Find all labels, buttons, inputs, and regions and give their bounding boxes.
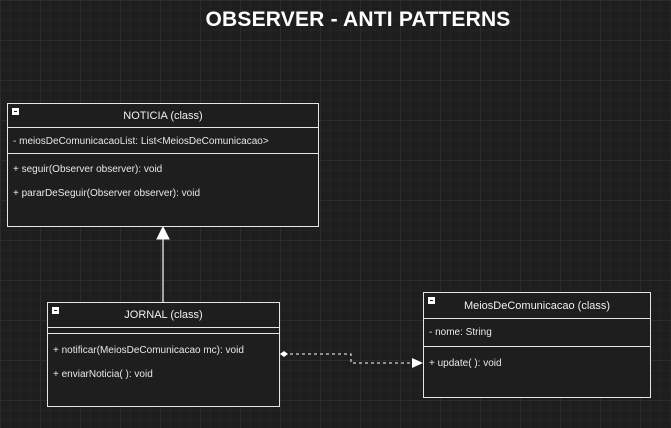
- class-noticia-methods: + seguir(Observer observer): void + para…: [8, 154, 318, 200]
- class-noticia[interactable]: NOTICIA (class) - meiosDeComunicacaoList…: [7, 103, 319, 227]
- method[interactable]: + notificar(MeiosDeComunicacao mc): void: [53, 345, 244, 356]
- class-meios-header[interactable]: MeiosDeComunicacao (class): [424, 293, 650, 319]
- collapse-icon[interactable]: [52, 307, 59, 314]
- method[interactable]: + enviarNoticia( ): void: [53, 369, 153, 380]
- class-meios-methods: + update( ): void: [424, 347, 650, 370]
- dependency-arrowhead: [412, 358, 423, 368]
- method[interactable]: + seguir(Observer observer): void: [13, 164, 163, 175]
- method[interactable]: + pararDeSeguir(Observer observer): void: [13, 188, 201, 199]
- class-noticia-attributes: - meiosDeComunicacaoList: List<MeiosDeCo…: [8, 128, 318, 154]
- dependency-line: [284, 353, 412, 364]
- class-jornal-methods: + notificar(MeiosDeComunicacao mc): void…: [48, 334, 279, 381]
- method[interactable]: + update( ): void: [429, 358, 502, 369]
- class-meios-attributes: - nome: String: [424, 319, 650, 347]
- class-noticia-header[interactable]: NOTICIA (class): [8, 104, 318, 128]
- class-noticia-name: NOTICIA (class): [123, 110, 203, 122]
- collapse-icon[interactable]: [428, 297, 435, 304]
- inheritance-arrowhead: [156, 225, 170, 240]
- attribute[interactable]: - meiosDeComunicacaoList: List<MeiosDeCo…: [13, 136, 269, 147]
- class-jornal-name: JORNAL (class): [124, 309, 203, 321]
- diagram-title: OBSERVER - ANTI PATTERNS: [205, 8, 511, 31]
- collapse-icon[interactable]: [12, 108, 19, 115]
- attribute[interactable]: - nome: String: [429, 327, 492, 338]
- dependency-diamond: [280, 351, 288, 357]
- class-meios-name: MeiosDeComunicacao (class): [463, 300, 611, 312]
- class-jornal-header[interactable]: JORNAL (class): [48, 303, 279, 328]
- class-jornal[interactable]: JORNAL (class) + notificar(MeiosDeComuni…: [47, 302, 280, 407]
- class-jornal-attributes: [48, 328, 279, 334]
- class-meios-de-comunicacao[interactable]: MeiosDeComunicacao (class) - nome: Strin…: [423, 292, 651, 398]
